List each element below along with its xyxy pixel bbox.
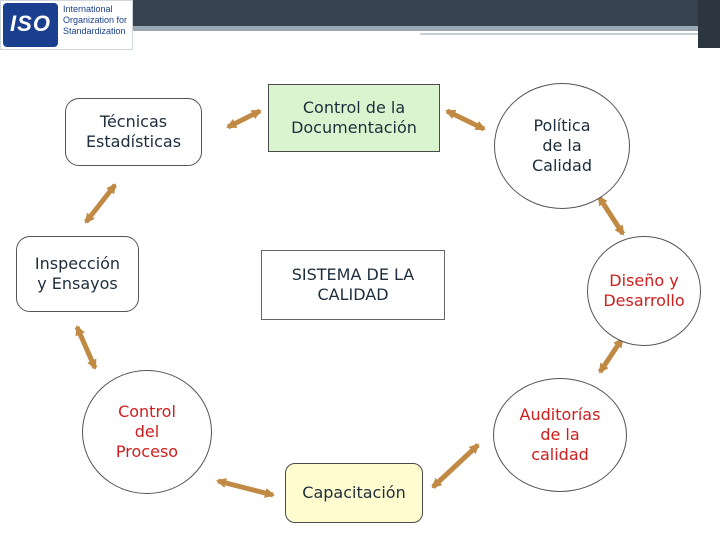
arrow-politica-to-diseno <box>596 195 626 236</box>
iso-logo-mark-text: ISO <box>10 11 51 36</box>
node-control-proceso: Control del Proceso <box>82 370 212 494</box>
arrow-inspeccion-to-tecnicas <box>84 183 117 224</box>
iso-logo-line-1: International <box>63 4 113 14</box>
node-auditorias-calidad: Auditorías de la calidad <box>493 378 627 492</box>
iso-logo-text: International Organization for Standardi… <box>63 4 133 37</box>
arrow-capacitacion-to-control-proceso <box>216 478 275 498</box>
node-sistema-calidad: SISTEMA DE LA CALIDAD <box>261 250 445 320</box>
header-corner <box>698 0 720 48</box>
arrow-auditorias-to-capacitacion <box>431 443 480 489</box>
arrow-tecnicas-to-control-doc <box>226 108 262 130</box>
iso-logo-line-2: Organization for <box>63 15 128 25</box>
node-capacitacion: Capacitación <box>285 463 423 523</box>
arrow-control-proceso-to-inspeccion <box>74 325 98 370</box>
node-politica-calidad: Política de la Calidad <box>494 83 630 209</box>
node-tecnicas-estadisticas: Técnicas Estadísticas <box>65 98 202 166</box>
node-inspeccion-ensayos: Inspección y Ensayos <box>16 236 139 312</box>
node-diseno-desarrollo: Diseño y Desarrollo <box>587 236 701 346</box>
arrow-control-doc-to-politica <box>445 108 486 132</box>
arrow-diseno-to-auditorias <box>597 337 625 374</box>
iso-logo: ISO International Organization for Stand… <box>0 0 133 50</box>
node-control-documentacion: Control de la Documentación <box>268 84 440 152</box>
iso-logo-mark: ISO <box>3 3 58 47</box>
header-stripe <box>133 26 720 31</box>
iso-logo-line-3: Standardization <box>63 26 126 36</box>
header-bar <box>133 0 720 26</box>
header-stripe-thin <box>420 33 710 35</box>
